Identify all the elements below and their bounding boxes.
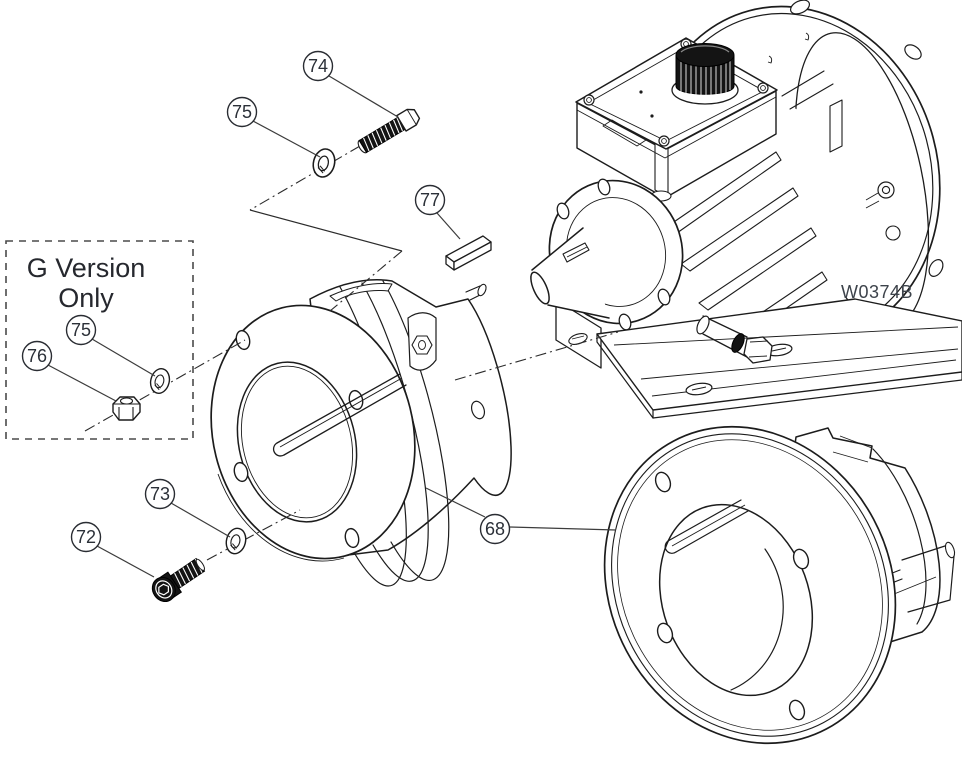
bearing-support-ring <box>603 425 897 745</box>
callout-75-g-label: 75 <box>71 320 91 340</box>
clutch-assembly <box>210 279 512 587</box>
g-version-note-line1: G Version <box>27 253 146 283</box>
motor-shaft <box>530 227 610 319</box>
callout-72-label: 72 <box>76 527 96 547</box>
drawing-code: W0374B <box>841 282 913 302</box>
g-version-box: G Version Only <box>5 240 194 440</box>
callout-73-label: 73 <box>150 484 170 504</box>
socket-head-cap-screw <box>151 557 206 602</box>
lock-washer-75-top <box>309 145 339 181</box>
callout-75-top-label: 75 <box>232 102 252 122</box>
hex-bolt <box>357 108 421 154</box>
motor-front-face <box>530 178 684 331</box>
callout-leaders <box>47 75 617 578</box>
lid-screws <box>583 38 769 147</box>
callout-74: 74 <box>302 50 334 82</box>
motor-assembly <box>530 0 962 419</box>
hex-nut <box>112 396 141 421</box>
bearing-support-flange <box>603 425 956 745</box>
callout-73: 73 <box>144 478 176 510</box>
bearing-support-keyway-slot <box>664 499 749 554</box>
callout-75-g: 75 <box>65 314 97 346</box>
callout-77-label: 77 <box>420 190 440 210</box>
drain-bolt <box>696 315 773 364</box>
callout-76-label: 76 <box>27 346 47 366</box>
clutch-keyway-slot <box>272 373 407 457</box>
callout-68: 68 <box>479 513 511 545</box>
terminal-box <box>575 37 843 202</box>
g-version-note-line2: Only <box>58 283 114 313</box>
motor-base-plate <box>596 298 962 419</box>
callout-76: 76 <box>21 340 53 372</box>
clutch-flange <box>210 304 416 562</box>
shaft-key <box>445 235 492 271</box>
callout-74-label: 74 <box>308 56 328 76</box>
motor-foot-bracket <box>555 299 602 369</box>
callout-68-label: 68 <box>485 519 505 539</box>
callout-77: 77 <box>414 184 446 216</box>
terminal-box-cap <box>671 43 739 105</box>
lock-washer-75-g <box>147 366 173 396</box>
callout-72: 72 <box>70 521 102 553</box>
lock-washer-73 <box>222 525 250 557</box>
callout-75-top: 75 <box>226 96 258 128</box>
